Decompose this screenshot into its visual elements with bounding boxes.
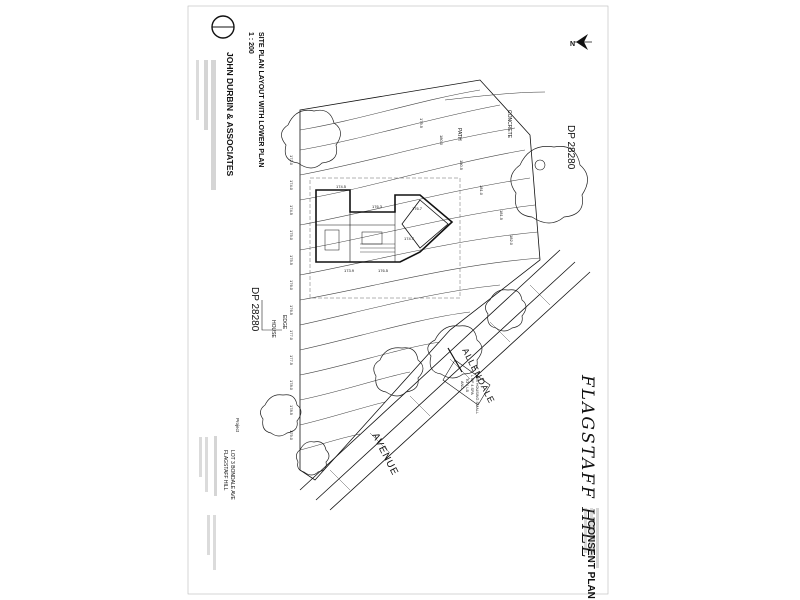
spot-level: 173.9 bbox=[344, 268, 355, 273]
tree-canopy bbox=[260, 109, 588, 476]
contour-label: 175.0 bbox=[289, 230, 294, 241]
easement-note-line: L OF 4 SPA bbox=[470, 375, 474, 395]
street-cross-lines bbox=[329, 284, 551, 491]
contour-label: 175.5 bbox=[289, 255, 294, 266]
footpath-label: PATH bbox=[456, 128, 462, 141]
contour-lines bbox=[299, 89, 541, 451]
handwritten-suburb: FLAGSTAFF HILL bbox=[577, 374, 597, 559]
concrete-label: CONCRETE bbox=[506, 110, 512, 139]
consent-plan-stamp: CONSENT PLAN bbox=[585, 520, 596, 599]
firm-name: JOHN DURBIN & ASSOCIATES bbox=[225, 52, 235, 177]
contour-label: 173.0 bbox=[289, 155, 294, 166]
project-address-line1: LOT 3 BONDALE AVE bbox=[229, 450, 235, 501]
contour-label: 176.5 bbox=[289, 305, 294, 316]
drawing-title: SITE PLAN LAYOUT WITH LOWER PLAN bbox=[257, 32, 264, 167]
contour-label: 181.0 bbox=[479, 185, 484, 196]
neighbour-house-outline bbox=[261, 300, 282, 331]
sheet-border bbox=[187, 5, 609, 595]
contour-label: 174.5 bbox=[289, 205, 294, 216]
lower-floor-outline bbox=[309, 177, 461, 299]
contour-label: 177.0 bbox=[289, 330, 294, 341]
contour-label: 181.5 bbox=[499, 210, 504, 221]
path-edge bbox=[444, 91, 546, 101]
street-label: AVENUE bbox=[369, 431, 400, 477]
spot-level: 174.7 bbox=[404, 236, 415, 241]
contour-labels: 173.0 174.0 174.5 175.0 175.5 176.0 176.… bbox=[289, 118, 514, 441]
firm-address-block bbox=[211, 60, 216, 190]
contour-label: 180.0 bbox=[439, 135, 444, 146]
easement-note-line: TO 1 LB bbox=[465, 378, 469, 393]
easement-note: TWIN HOUSING SMALL L OF 4 SPA TO 1 LB AN… bbox=[442, 347, 491, 414]
drawing-scale: 1 : 200 bbox=[247, 32, 254, 54]
easement-note-line: AND bbox=[460, 381, 464, 389]
contour-label: 178.0 bbox=[289, 380, 294, 391]
north-arrow: N bbox=[570, 34, 592, 50]
contour-label: 180.5 bbox=[459, 160, 464, 171]
house-label: HOUSE bbox=[270, 320, 276, 338]
spot-level: 176.3 bbox=[372, 204, 383, 209]
spot-level: 176.5 bbox=[378, 268, 389, 273]
easement-note-line: TWIN HOUSING SMALL bbox=[475, 372, 479, 414]
dp-label-left: DP 28280 bbox=[249, 287, 260, 332]
dwelling-footprint bbox=[315, 189, 454, 263]
dp-label-top: DP 28280 bbox=[565, 125, 576, 170]
contour-label: 177.5 bbox=[289, 355, 294, 366]
contour-label: 182.0 bbox=[509, 235, 514, 246]
contour-label: 178.5 bbox=[289, 405, 294, 416]
spot-level: 176.7 bbox=[412, 206, 423, 211]
tree-trunk bbox=[534, 159, 546, 171]
contour-label: 174.0 bbox=[289, 180, 294, 191]
spot-level: 174.5 bbox=[336, 184, 347, 189]
spot-levels: 174.5 176.3 174.7 176.5 173.9 176.7 bbox=[336, 184, 423, 273]
edge-label: EDGE bbox=[281, 315, 287, 330]
title-block: SITE PLAN LAYOUT WITH LOWER PLAN 1 : 200… bbox=[196, 15, 264, 570]
copyright-notes bbox=[584, 508, 599, 568]
contour-label: 179.5 bbox=[419, 118, 424, 129]
street-reserve bbox=[299, 249, 591, 511]
contour-label: 179.0 bbox=[289, 430, 294, 441]
contour-label: 176.0 bbox=[289, 280, 294, 291]
site-boundary bbox=[299, 79, 541, 481]
north-arrow-label: N bbox=[570, 41, 575, 48]
project-address-line2: FLAGSTAFF HILL bbox=[222, 450, 228, 491]
project-label: Project bbox=[235, 418, 240, 433]
